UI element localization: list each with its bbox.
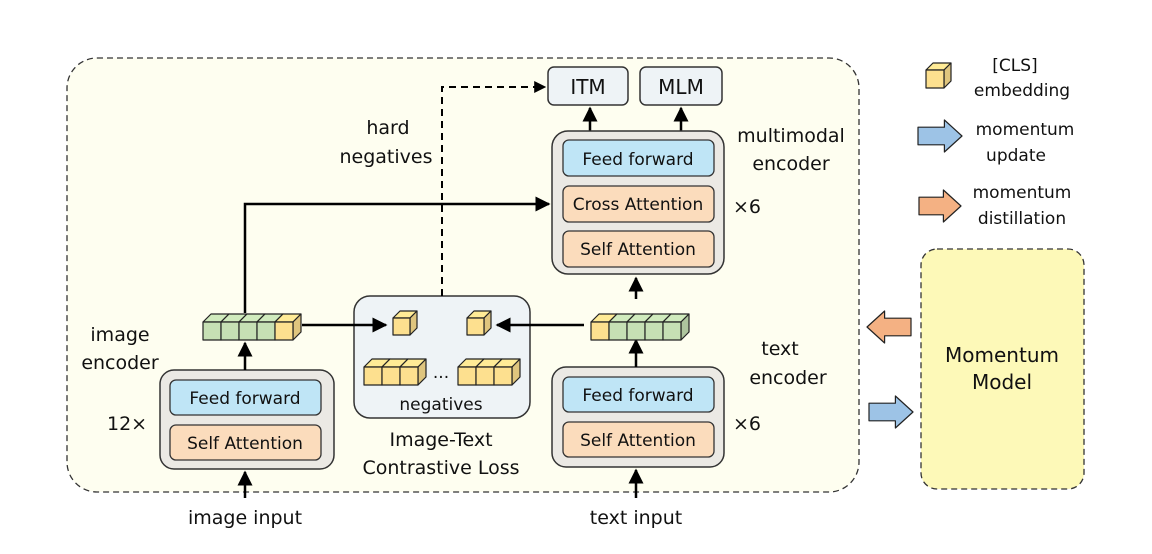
mm-repeat-label: ×6	[733, 196, 761, 218]
mlm-label: MLM	[658, 75, 704, 99]
legend-cls-label: [CLS]	[992, 56, 1037, 76]
image-token-cube	[274, 313, 302, 341]
legend-cls-label-2: embedding	[974, 81, 1070, 101]
momentum-model-box	[920, 248, 1085, 490]
itc-title-2: Contrastive Loss	[362, 457, 519, 479]
mm-self-attention-label: Self Attention	[580, 240, 696, 260]
momentum-distillation-arrow	[866, 310, 912, 344]
text-input-label: text input	[590, 507, 682, 529]
momentum-model-label: Momentum	[945, 343, 1059, 367]
txt-self-attention	[562, 421, 715, 458]
txt-encoder-label: text	[761, 338, 799, 360]
text-token-cube	[662, 313, 690, 341]
itc-text-cls	[466, 310, 492, 336]
hard-negatives-dashed-arrow	[441, 81, 547, 296]
img-feed-forward	[169, 379, 322, 416]
txt-feed-forward	[562, 376, 715, 413]
mm-cross-attention	[562, 185, 715, 223]
itm-head	[547, 66, 629, 106]
img-encoder-label: image	[90, 324, 149, 346]
itm-label: ITM	[570, 75, 605, 99]
mlm-head	[639, 66, 723, 106]
itc-title: Image-Text	[389, 429, 492, 451]
legend-distill-label: momentum	[973, 183, 1072, 203]
negatives-ellipsis: ...	[433, 363, 449, 383]
mm-encoder-label-2: encoder	[752, 153, 830, 175]
arrow-img-tokens-to-mm	[243, 196, 551, 313]
hard-negatives-label-2: negatives	[340, 146, 433, 168]
momentum-update-arrow	[868, 395, 914, 429]
txt-repeat-label: ×6	[733, 413, 761, 435]
mm-self-attention	[562, 230, 715, 268]
img-repeat-label: 12×	[107, 413, 147, 435]
mm-cross-attention-label: Cross Attention	[573, 195, 703, 215]
legend-update-label: momentum	[976, 120, 1075, 140]
negatives-label: negatives	[399, 395, 482, 415]
txt-encoder-label-2: encoder	[749, 367, 827, 389]
txt-self-attention-label: Self Attention	[580, 431, 696, 451]
img-encoder-label-2: encoder	[81, 352, 159, 374]
embedding-cubes	[202, 62, 952, 386]
negative-queue-left-cube	[399, 358, 427, 386]
img-self-attention	[169, 424, 322, 461]
legend-distill-label-2: distillation	[978, 209, 1066, 229]
itc-image-cls	[392, 310, 418, 336]
mm-encoder-label: multimodal	[737, 125, 845, 147]
hard-negatives-label: hard	[366, 117, 409, 139]
txt-feed-forward-label: Feed forward	[582, 386, 693, 406]
legend-cls-icon	[925, 62, 952, 89]
image-input-label: image input	[188, 507, 302, 529]
negative-queue-right-cube	[493, 358, 521, 386]
momentum-update-legend-arrow	[917, 119, 963, 153]
momentum-model-label-2: Model	[972, 370, 1032, 394]
mm-feed-forward-label: Feed forward	[582, 150, 693, 170]
img-self-attention-label: Self Attention	[187, 434, 303, 454]
legend-update-label-2: update	[986, 146, 1046, 166]
img-feed-forward-label: Feed forward	[189, 389, 300, 409]
mm-feed-forward	[562, 139, 715, 177]
momentum-distillation-legend-arrow	[918, 189, 962, 223]
